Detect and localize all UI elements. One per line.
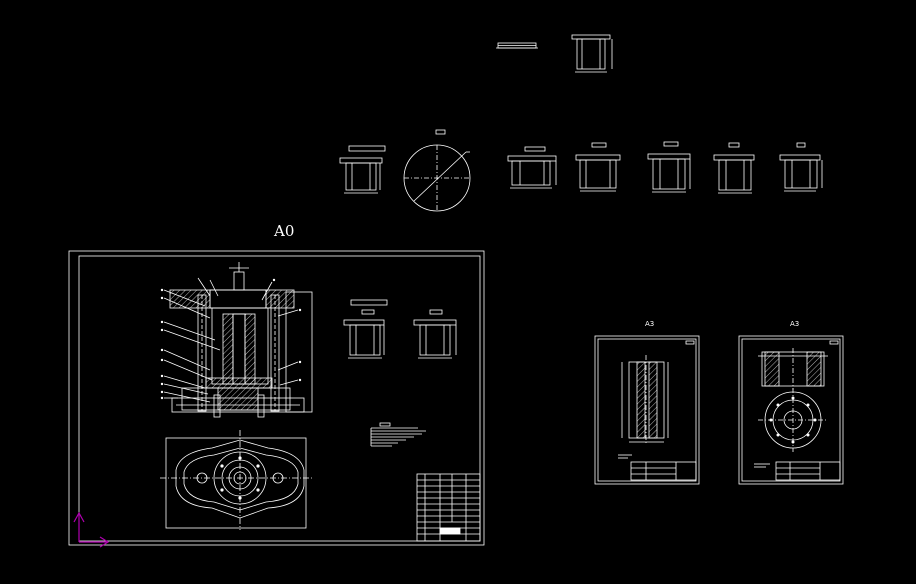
part-disc-circle [403,129,471,212]
part-bushing-1 [339,145,386,194]
ucs-axis-icon [73,511,110,548]
a0-title-block [416,473,481,542]
part-bushing-6 [779,142,823,192]
a3-sheet-1 [594,335,700,485]
part-bushing-2 [507,146,557,189]
part-bushing-5 [713,142,755,194]
sheet-label-a3-2: A3 [790,320,800,328]
part-pin-top [496,42,538,49]
part-bushing-3 [575,142,621,192]
a0-sheet-border [68,250,485,546]
sheet-label-a0: A0 [274,222,295,240]
a0-detail-part-2 [413,309,457,359]
assembly-plan-view [160,430,312,530]
a3-sheet-2 [738,335,844,485]
a0-detail-part-1 [343,299,388,359]
sheet-label-a3-1: A3 [645,320,655,328]
part-bushing-4 [647,141,691,193]
part-bushing-top [571,34,613,73]
technical-notes-block [370,422,426,447]
assembly-section-view [160,262,313,418]
